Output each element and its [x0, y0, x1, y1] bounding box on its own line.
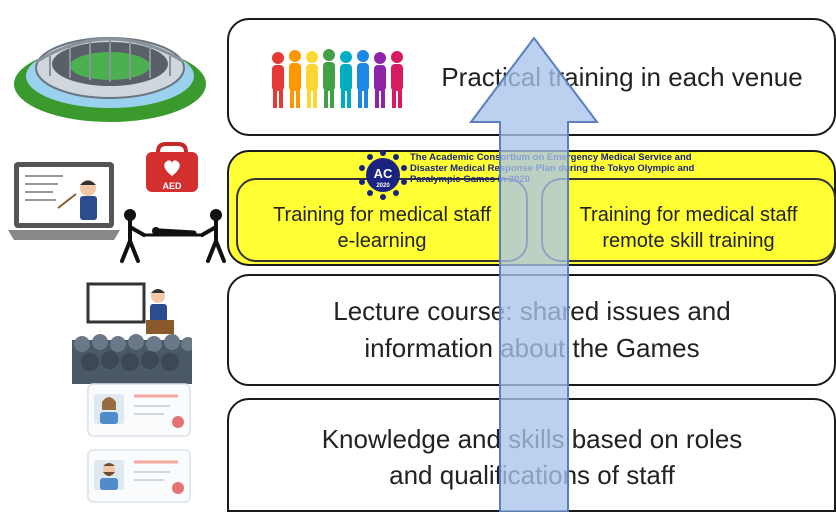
knowledge-skills-line1: Knowledge and skills based on roles [321, 424, 743, 454]
remote-skill-label-line2: remote skill training [602, 230, 775, 252]
aed-icon: AED [146, 142, 198, 192]
remote-skill-label-line1: Training for medical staff [579, 204, 798, 226]
lecture-course-line2: information about the Games [364, 333, 700, 363]
logo-badge-text: AC [374, 166, 393, 181]
elearning-label-line1: Training for medical staff [273, 204, 491, 226]
aed-label: AED [162, 181, 182, 191]
laptop-lecture-icon [8, 162, 120, 240]
stadium-icon [14, 37, 206, 122]
logo-badge-year: 2020 [376, 183, 390, 189]
knowledge-skills-line2: and qualifications of staff [389, 460, 675, 490]
elearning-label-line2: e-learning [337, 230, 427, 252]
venue-training-label: Practical training in each venue [441, 62, 803, 92]
stretcher-icon [120, 209, 226, 263]
consortium-logo-icon: AC 2020 [359, 150, 407, 200]
lecture-course-line1: Lecture course: shared issues and [333, 296, 731, 326]
people-group-icon [272, 49, 403, 108]
staff-id-card-icon [87, 449, 191, 503]
lecture-course-box [227, 274, 836, 386]
lecture-hall-icon [72, 282, 192, 384]
staff-id-card-icon [87, 383, 191, 437]
consortium-caption: The Academic Consortium on Emergency Med… [410, 152, 695, 185]
